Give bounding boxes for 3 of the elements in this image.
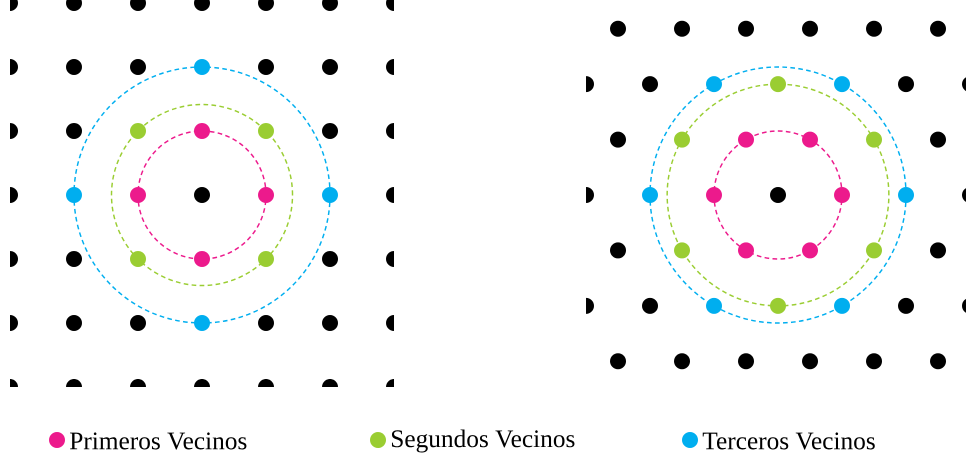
legend-label: Terceros Vecinos xyxy=(702,432,875,450)
legend-label: Segundos Vecinos xyxy=(392,430,574,453)
legend-label: Primeros Vecinos xyxy=(70,432,246,450)
